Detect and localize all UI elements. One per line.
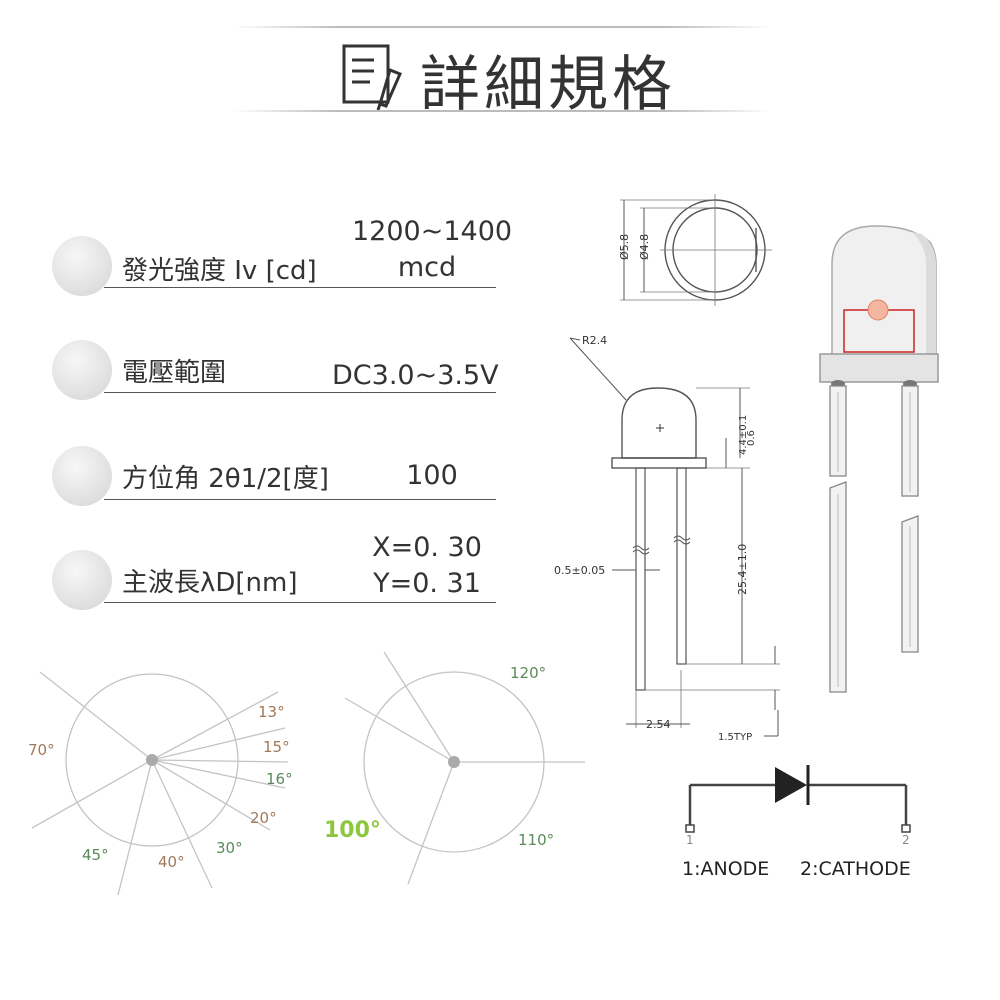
title-banner: 詳細規格 — [232, 22, 772, 122]
spec-value-line1: 1200~1400 — [352, 216, 513, 247]
spec-rule — [104, 499, 496, 500]
led-3d-illustration — [819, 225, 939, 693]
angle-chart-right: 120° 110° 100° — [324, 651, 585, 885]
document-pencil-icon — [342, 44, 402, 111]
angle-label: 13° — [258, 703, 285, 721]
bullet-circle — [52, 550, 112, 610]
diode-schematic: 1 2 — [685, 765, 911, 845]
dim-lead-width: 0.5±0.05 — [554, 564, 605, 577]
anode-label: 1:ANODE — [682, 858, 770, 880]
spec-label: 發光強度 Iv [cd] — [122, 256, 317, 286]
page-title: 詳細規格 — [420, 50, 676, 120]
angle-label: 15° — [263, 738, 290, 756]
spec-row-voltage: 電壓範圍 DC3.0~3.5V — [52, 340, 499, 402]
angle-label: 40° — [158, 853, 185, 871]
bullet-circle — [52, 340, 112, 400]
spec-row-wavelength: 主波長λD[nm] X=0. 30 Y=0. 31 — [52, 532, 496, 612]
angle-label: 45° — [82, 846, 109, 864]
led-dimension-drawing: Ø5.8 Ø4.8 R2.4 4.4±0.1 0.6 25.4±1.0 — [554, 194, 780, 743]
dim-outer-diameter: Ø5.8 — [618, 234, 631, 260]
spec-value-line1: X=0. 30 — [372, 532, 482, 563]
spec-rule — [104, 602, 496, 603]
spec-row-luminous-intensity: 發光強度 Iv [cd] 1200~1400 mcd — [52, 216, 512, 298]
angle-label: 30° — [216, 839, 243, 857]
dim-dome-height: 4.4±0.1 — [738, 415, 749, 455]
spec-label: 方位角 2θ1/2[度] — [122, 464, 329, 494]
angle-label: 120° — [510, 664, 546, 682]
dim-pitch: 2.54 — [646, 718, 671, 731]
cathode-label: 2:CATHODE — [800, 858, 911, 880]
angle-label: 20° — [250, 809, 277, 827]
viewing-angle-diagrams: 13° 15° 16° 20° 30° 40° 45° 70° 120° 110… — [28, 651, 585, 896]
angle-label: 110° — [518, 831, 554, 849]
angle-highlight-label: 100° — [324, 818, 381, 843]
title-bottom-rule — [232, 110, 772, 112]
spec-value-line2: Y=0. 31 — [373, 568, 481, 599]
diode-triangle-icon — [775, 767, 807, 803]
title-top-rule — [232, 26, 772, 28]
spec-rule — [104, 392, 496, 393]
dim-lead-length: 25.4±1.0 — [736, 544, 749, 595]
bullet-circle — [52, 236, 112, 296]
spec-label: 電壓範圍 — [122, 358, 227, 388]
dim-flange: 0.6 — [746, 430, 757, 446]
spec-row-viewing-angle: 方位角 2θ1/2[度] 100 — [52, 446, 496, 508]
angle-label: 16° — [266, 770, 293, 788]
pin1-number: 1 — [686, 833, 694, 845]
bullet-circle — [52, 446, 112, 506]
dim-standoff: 1.5TYP — [718, 732, 752, 743]
angle-label: 70° — [28, 741, 55, 759]
dim-inner-diameter: Ø4.8 — [638, 234, 651, 260]
pin2-number: 2 — [902, 833, 910, 845]
spec-value-line1: 100 — [406, 460, 458, 491]
spec-label: 主波長λD[nm] — [122, 568, 298, 598]
side-view: R2.4 4.4±0.1 0.6 25.4±1.0 0.5±0.05 — [554, 334, 780, 743]
angle-chart-left: 13° 15° 16° 20° 30° 40° 45° 70° — [28, 671, 293, 896]
top-view: Ø5.8 Ø4.8 — [618, 194, 772, 306]
spec-rule — [104, 287, 496, 288]
dim-radius: R2.4 — [582, 334, 607, 347]
spec-value-line2: mcd — [397, 252, 457, 283]
spec-value-line1: DC3.0~3.5V — [332, 360, 499, 391]
